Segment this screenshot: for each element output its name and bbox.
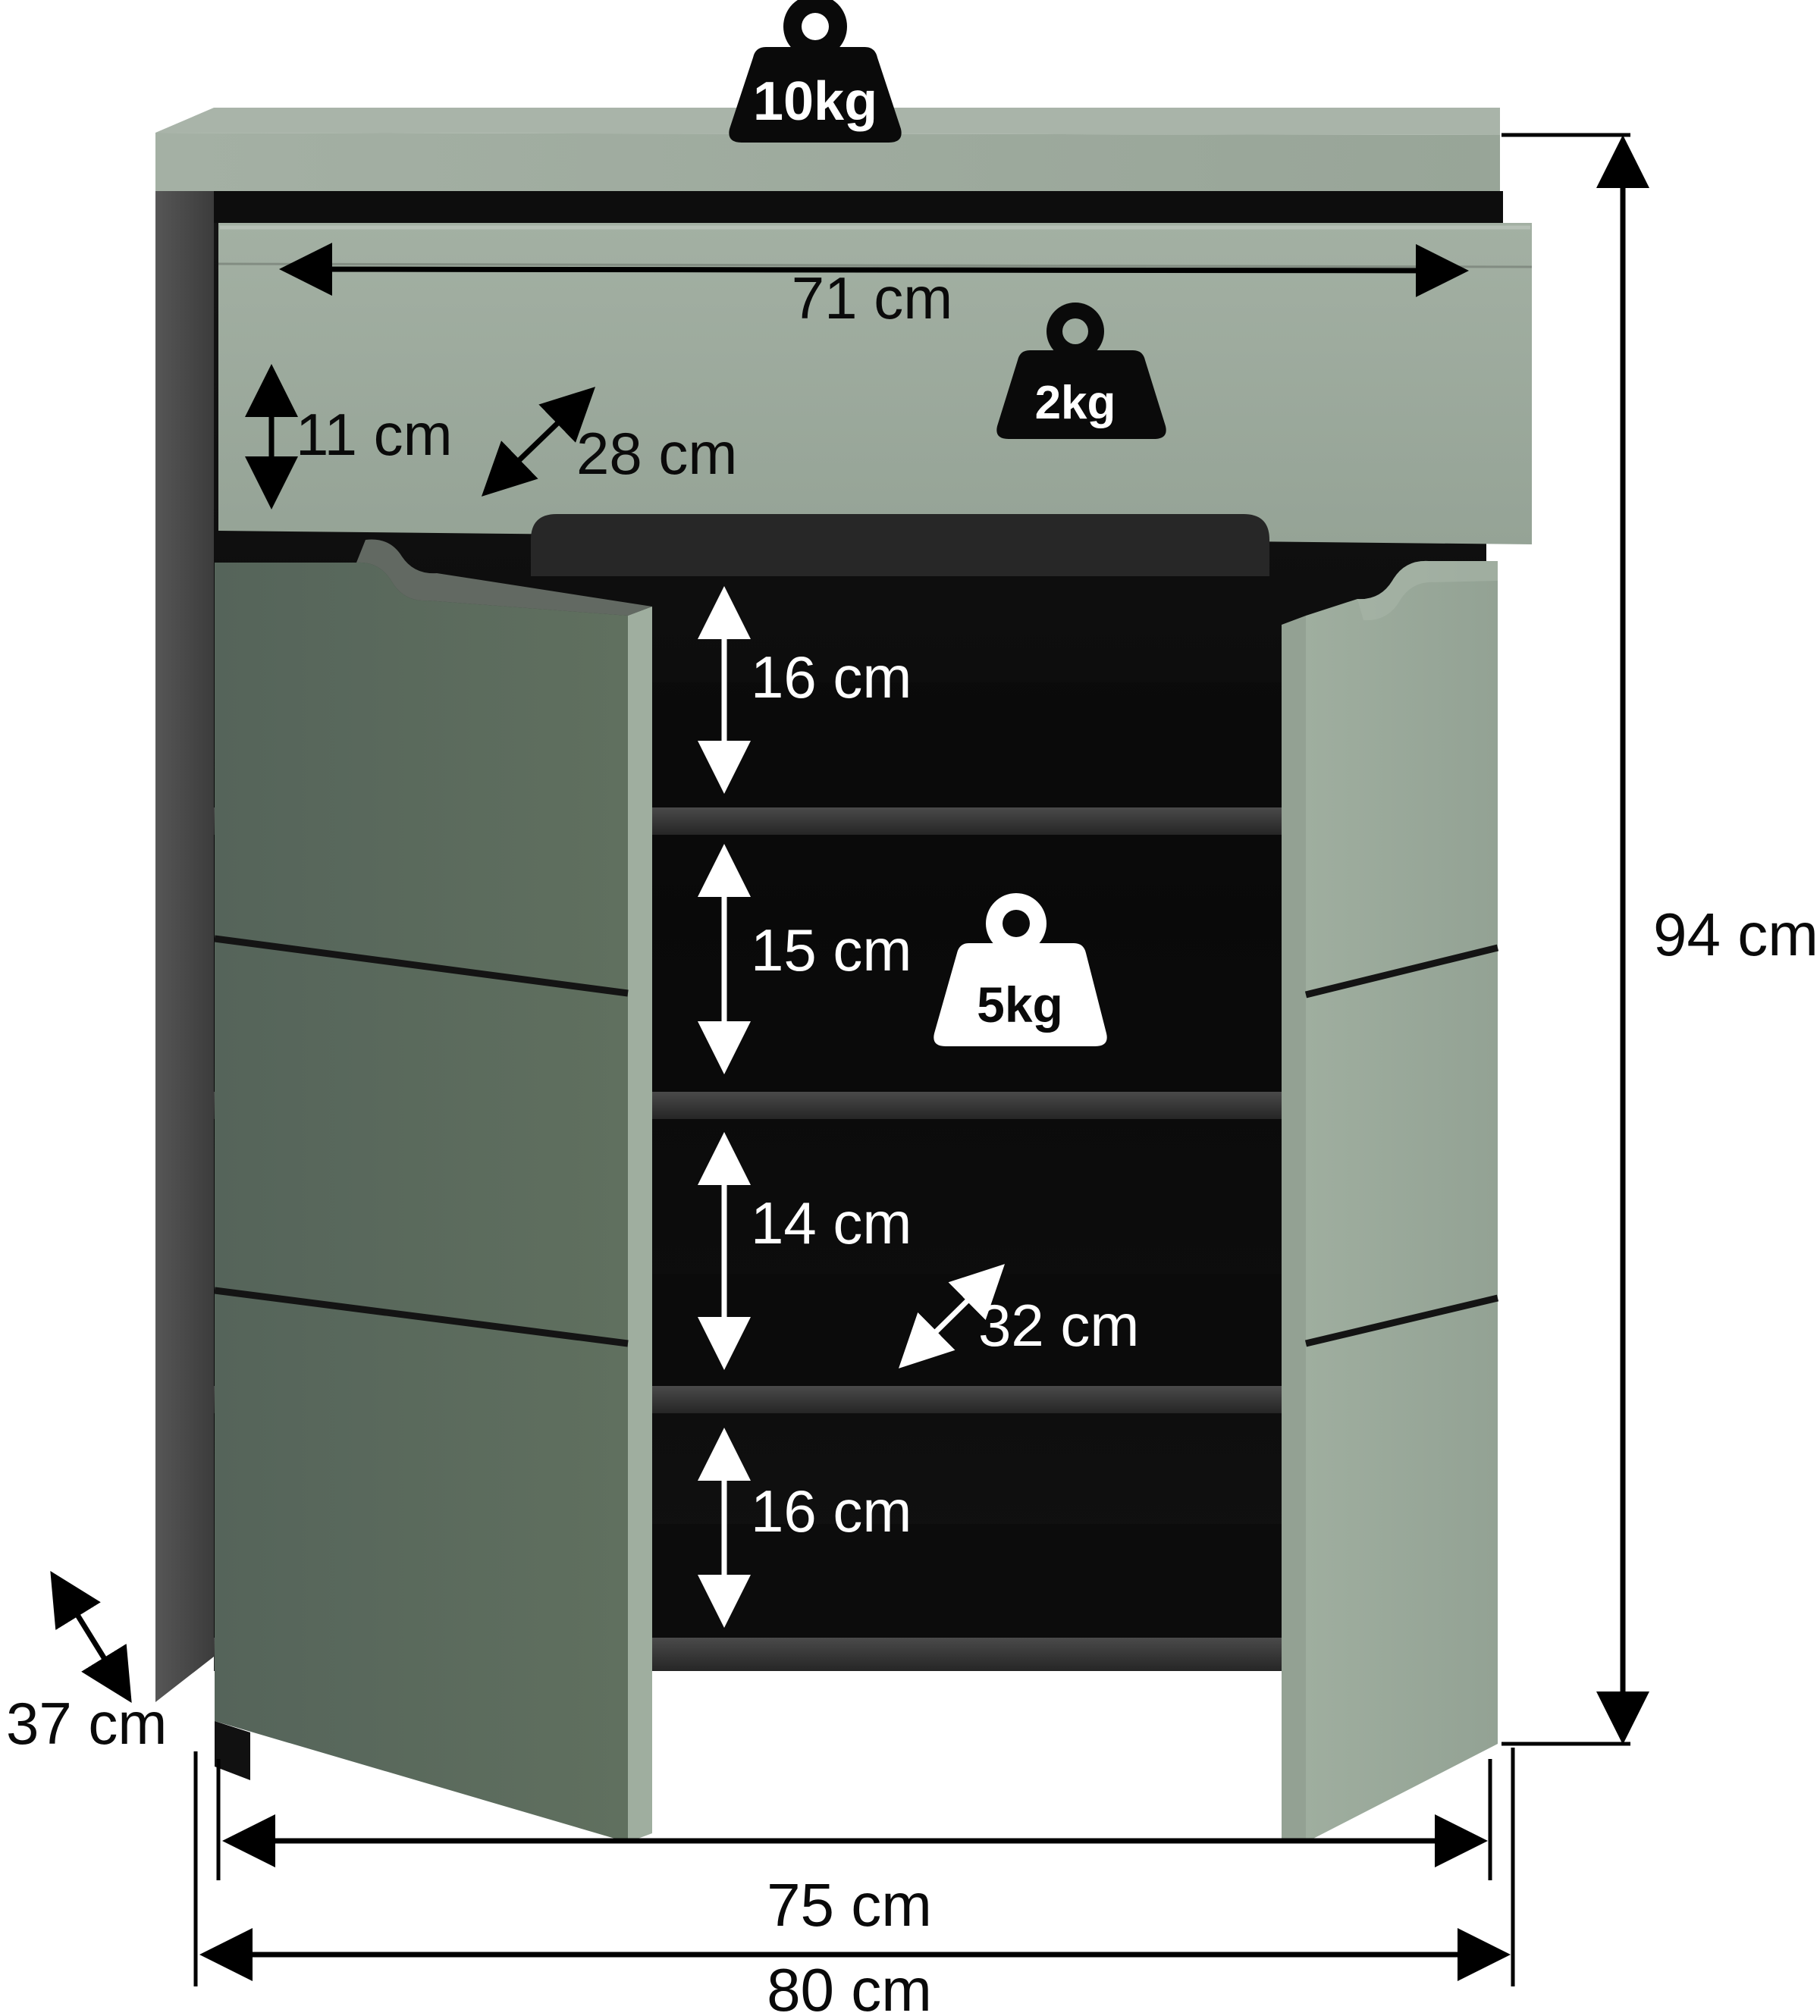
shelf-gap-2-label: 15 cm (751, 917, 912, 983)
carcass-left-side (155, 133, 214, 1702)
dimension-drawer-depth: 28 cm (481, 387, 737, 497)
left-door-edge (628, 607, 652, 1842)
dimension-drawer-width: 71 cm (279, 243, 1469, 331)
drawer-handle-recess[interactable] (531, 514, 1269, 576)
weight-ring-hole-2kg (1062, 318, 1088, 344)
drawer-depth-label: 28 cm (576, 420, 737, 487)
dimension-shelf-gap-1: 16 cm (698, 586, 912, 794)
top-gap-shadow (214, 191, 1503, 223)
right-door-panel[interactable] (1306, 560, 1498, 1842)
right-door-top-highlight (1357, 560, 1498, 621)
dimension-total-width: 80 cm (193, 1748, 1515, 2016)
body-width-label: 75 cm (767, 1871, 932, 1939)
right-door-edge (1282, 616, 1306, 1842)
body-depth-label: 37 cm (6, 1690, 167, 1757)
weight-icon-10kg: 10kg (729, 0, 902, 143)
body-depth-line (50, 1571, 132, 1703)
dimension-body-depth: 37 cm (6, 1571, 167, 1757)
shelf-gap-4-label: 16 cm (751, 1478, 912, 1544)
left-door-foot-shadow (215, 1721, 250, 1780)
left-door-groove-2 (214, 1287, 629, 1347)
left-door-top-highlight (356, 539, 652, 616)
weight-ring-hole-10kg (802, 13, 829, 40)
shelf-gap-1-label: 16 cm (751, 644, 912, 710)
dimension-body-width: 75 cm (216, 1759, 1492, 1939)
shelf-gap-3-label: 14 cm (751, 1190, 912, 1256)
shelf-depth-line (899, 1264, 1005, 1369)
dimension-shelf-depth: 32 cm (899, 1264, 1139, 1369)
cabinet-top-face (155, 133, 1500, 191)
weight-body-5kg (934, 943, 1107, 1046)
weight-icon-5kg: 5kg (934, 893, 1107, 1046)
shelf-depth-label: 32 cm (978, 1292, 1139, 1359)
dimension-shelf-gap-4: 16 cm (698, 1428, 912, 1628)
drawer-width-label: 71 cm (792, 265, 952, 331)
left-door-panel[interactable] (215, 562, 628, 1842)
total-height-label: 94 cm (1653, 901, 1818, 968)
weight-label-2kg: 2kg (1035, 377, 1116, 429)
drawer-width-line (279, 243, 1469, 297)
weight-icon-2kg: 2kg (996, 303, 1166, 439)
right-door-open[interactable] (1282, 560, 1499, 1842)
right-door-groove-2 (1304, 1294, 1499, 1347)
weight-label-10kg: 10kg (753, 71, 877, 132)
weight-body-2kg (996, 350, 1166, 439)
weight-label-5kg: 5kg (977, 977, 1063, 1033)
right-door-groove-1 (1304, 944, 1499, 999)
left-door-open[interactable] (214, 539, 652, 1842)
dimension-shelf-gap-3: 14 cm (698, 1132, 912, 1370)
drawer-depth-line (481, 387, 596, 497)
dimension-shelf-gap-2: 15 cm (698, 844, 912, 1074)
weight-body-10kg (729, 47, 902, 143)
total-width-label: 80 cm (767, 1956, 932, 2016)
dimension-total-height: 94 cm (1502, 133, 1818, 1746)
dimension-drawer-height: 11 cm (245, 364, 453, 509)
drawer-height-label: 11 cm (296, 401, 453, 468)
weight-ring-hole-5kg (1003, 910, 1030, 937)
left-door-groove-1 (214, 935, 629, 997)
